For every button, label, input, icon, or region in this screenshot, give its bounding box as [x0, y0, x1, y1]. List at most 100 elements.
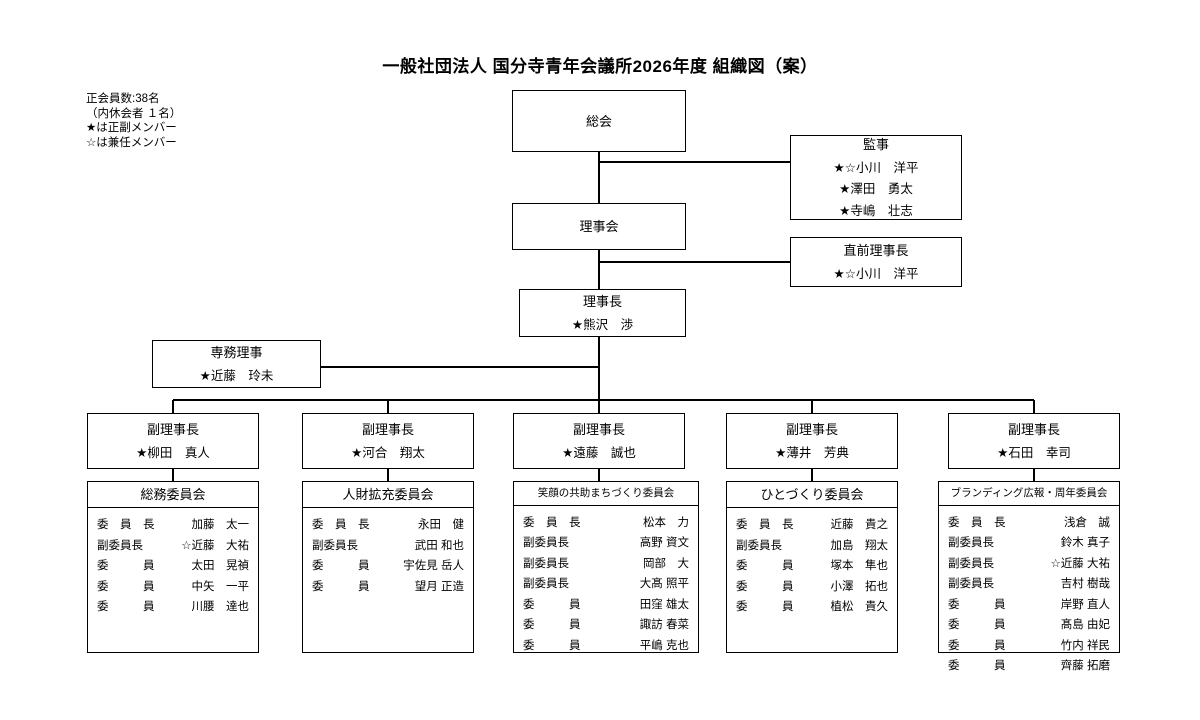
node-auditors-title: 監事 — [862, 136, 889, 152]
committee-member-row: 委 員 川腰 達也 — [97, 597, 249, 618]
committee-member-row: 委 員 岸野 直人 — [948, 595, 1110, 616]
legend: 正会員数:38名 （内休会者 １名） ★は正副メンバー ☆は兼任メンバー — [86, 92, 181, 150]
node-vice-president-1[interactable]: 副理事長 ★柳田 真人 — [87, 413, 259, 469]
member-role: 副委員長 — [948, 557, 994, 570]
committee-member-row: 副委員長 ☆近藤 大祐 — [948, 554, 1110, 575]
node-auditors-person-2: ★澤田 勇太 — [839, 182, 913, 197]
committee-member-row: 委 員 長 永田 健 — [312, 515, 464, 536]
node-vice-president-4[interactable]: 副理事長 ★薄井 芳典 — [726, 413, 898, 469]
node-auditors[interactable]: 監事 ★☆小川 洋平 ★澤田 勇太 ★寺嶋 壮志 — [790, 135, 962, 220]
member-role: 委 員 — [523, 619, 581, 631]
member-role: 委 員 — [312, 580, 370, 593]
member-name: 鈴木 真子 — [1060, 537, 1110, 549]
node-general-meeting-title: 総会 — [585, 113, 612, 129]
committee-member-row: 副委員長 高野 資文 — [523, 533, 689, 554]
member-role: 委 員 — [948, 598, 1006, 611]
member-role: 委 員 — [948, 619, 1006, 631]
committee-membership-expansion[interactable]: 人財拡充委員会 委 員 長 永田 健 副委員長 武田 和也 委 員 宇佐見 岳人… — [302, 481, 474, 653]
committee-branding-pr-anniversary[interactable]: ブランディング広報・周年委員会 委 員 長 浅倉 誠 副委員長 鈴木 真子 副委… — [938, 481, 1120, 672]
committee-people-development-members: 委 員 長 近藤 貴之 副委員長 加島 翔太 委 員 塚本 隼也 委 員 小澤 … — [727, 508, 897, 624]
node-general-meeting[interactable]: 総会 — [512, 90, 686, 152]
node-executive-director[interactable]: 専務理事 ★近藤 玲未 — [152, 340, 321, 388]
member-name: 宇佐見 岳人 — [403, 560, 464, 572]
committee-member-row: 委 員 長 浅倉 誠 — [948, 513, 1110, 534]
node-vice-president-3[interactable]: 副理事長 ★遠藤 誠也 — [513, 413, 685, 469]
node-executive-director-person-1: ★近藤 玲未 — [199, 368, 274, 383]
member-name: 太田 晃禎 — [191, 560, 250, 572]
node-immediate-past-president[interactable]: 直前理事長 ★☆小川 洋平 — [790, 237, 962, 287]
committee-community-building[interactable]: 笑顔の共助まちづくり委員会 委 員 長 松本 力 副委員長 高野 資文 副委員長… — [513, 481, 699, 653]
committee-member-row: 副委員長 大髙 照平 — [523, 574, 689, 595]
committee-branding-pr-anniversary-members: 委 員 長 浅倉 誠 副委員長 鈴木 真子 副委員長 ☆近藤 大祐 副委員長 吉… — [939, 506, 1119, 683]
committee-general-affairs[interactable]: 総務委員会 委 員 長 加藤 太一 副委員長 ☆近藤 大祐 委 員 太田 晃禎 … — [87, 481, 259, 653]
member-role: 委 員 長 — [736, 519, 794, 531]
member-name: ☆近藤 大祐 — [181, 539, 249, 552]
member-name: 大髙 照平 — [639, 578, 689, 590]
node-auditors-person-1: ★☆小川 洋平 — [833, 160, 919, 175]
member-name: ☆近藤 大祐 — [1050, 557, 1110, 570]
committee-member-row: 副委員長 武田 和也 — [312, 536, 464, 557]
node-vice-president-3-person: ★遠藤 誠也 — [562, 445, 636, 460]
node-president-title: 理事長 — [582, 293, 622, 309]
member-name: 吉村 樹哉 — [1060, 578, 1110, 590]
member-role: 委 員 — [948, 660, 1006, 672]
node-vice-president-5-title: 副理事長 — [1007, 421, 1060, 437]
member-role: 委 員 長 — [97, 519, 155, 531]
node-executive-director-title: 専務理事 — [210, 344, 263, 360]
member-name: 松本 力 — [643, 516, 689, 529]
committee-member-row: 委 員 植松 貴久 — [736, 597, 888, 618]
member-name: 岡部 大 — [643, 557, 689, 570]
node-president-person-1: ★熊沢 渉 — [571, 317, 634, 332]
legend-line-1: 正会員数:38名 — [86, 93, 160, 105]
member-role: 委 員 — [948, 639, 1006, 652]
member-name: 中矢 一平 — [191, 580, 250, 593]
committee-people-development[interactable]: ひとづくり委員会 委 員 長 近藤 貴之 副委員長 加島 翔太 委 員 塚本 隼… — [726, 481, 898, 653]
committee-community-building-members: 委 員 長 松本 力 副委員長 高野 資文 副委員長 岡部 大 副委員長 大髙 … — [514, 506, 698, 663]
member-role: 副委員長 — [523, 578, 569, 590]
member-name: 浅倉 誠 — [1064, 516, 1110, 529]
node-president[interactable]: 理事長 ★熊沢 渉 — [519, 289, 686, 337]
member-name: 竹内 祥民 — [1060, 639, 1110, 652]
member-name: 平嶋 克也 — [639, 639, 689, 652]
member-name: 永田 健 — [418, 519, 464, 531]
node-immediate-past-president-title: 直前理事長 — [843, 242, 909, 258]
committee-member-row: 副委員長 ☆近藤 大祐 — [97, 536, 249, 557]
member-role: 副委員長 — [523, 537, 569, 549]
page-title: 一般社団法人 国分寺青年会議所2026年度 組織図（案） — [382, 57, 818, 76]
member-role: 委 員 — [97, 580, 155, 593]
member-role: 副委員長 — [97, 539, 143, 552]
member-name: 小澤 拓也 — [830, 580, 889, 593]
member-name: 塚本 隼也 — [830, 560, 889, 572]
node-board-of-directors-title: 理事会 — [579, 219, 619, 234]
member-role: 副委員長 — [523, 557, 569, 570]
legend-line-3: ★は正副メンバー — [86, 122, 177, 134]
committee-member-row: 副委員長 鈴木 真子 — [948, 533, 1110, 554]
node-vice-president-4-person: ★薄井 芳典 — [775, 445, 849, 460]
member-name: 加島 翔太 — [830, 539, 889, 552]
committee-member-row: 副委員長 吉村 樹哉 — [948, 574, 1110, 595]
node-board-of-directors[interactable]: 理事会 — [512, 203, 686, 250]
committee-member-row: 委 員 諏訪 春菜 — [523, 615, 689, 636]
committee-people-development-title: ひとづくり委員会 — [727, 482, 897, 508]
member-name: 岸野 直人 — [1060, 598, 1110, 611]
committee-member-row: 委 員 竹内 祥民 — [948, 636, 1110, 657]
member-role: 委 員 — [97, 560, 155, 572]
committee-member-row: 委 員 宇佐見 岳人 — [312, 556, 464, 577]
committee-general-affairs-title: 総務委員会 — [88, 482, 258, 508]
node-vice-president-2[interactable]: 副理事長 ★河合 翔太 — [302, 413, 474, 469]
committee-membership-expansion-members: 委 員 長 永田 健 副委員長 武田 和也 委 員 宇佐見 岳人 委 員 望月 … — [303, 508, 473, 603]
committee-member-row: 委 員 塚本 隼也 — [736, 556, 888, 577]
committee-member-row: 委 員 田窪 雄太 — [523, 595, 689, 616]
member-role: 委 員 — [523, 598, 581, 611]
committee-branding-pr-anniversary-title: ブランディング広報・周年委員会 — [939, 482, 1119, 506]
member-name: 望月 正造 — [414, 580, 464, 593]
node-vice-president-5[interactable]: 副理事長 ★石田 幸司 — [948, 413, 1120, 469]
member-role: 委 員 — [736, 601, 794, 613]
committee-member-row: 委 員 中矢 一平 — [97, 577, 249, 598]
member-name: 近藤 貴之 — [830, 519, 889, 531]
legend-line-2: （内休会者 １名） — [86, 107, 182, 120]
member-name: 田窪 雄太 — [639, 598, 689, 611]
committee-member-row: 委 員 髙島 由妃 — [948, 615, 1110, 636]
committee-member-row: 委 員 太田 晃禎 — [97, 556, 249, 577]
